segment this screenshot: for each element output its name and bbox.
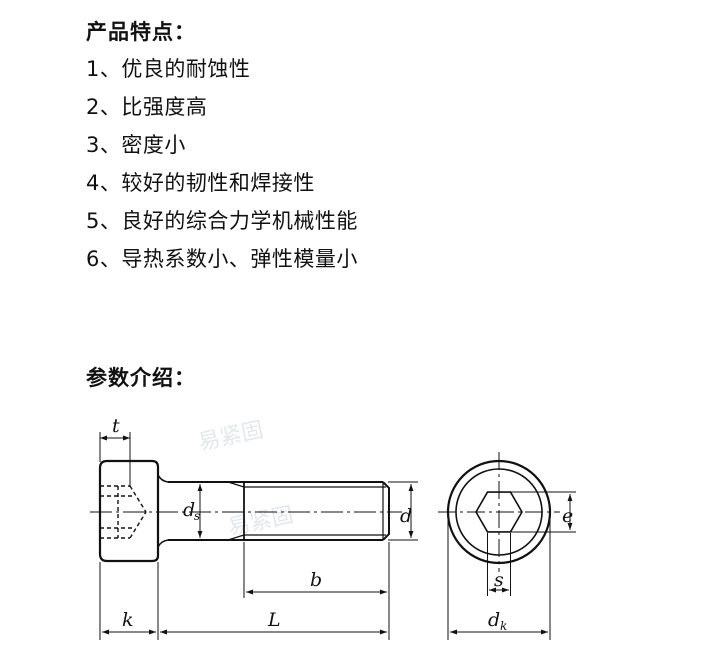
dim-label-b: b [310, 569, 322, 591]
feature-item: 1、优良的耐蚀性 [86, 57, 251, 81]
dim-label-L: L [267, 609, 281, 631]
dim-label-s: s [494, 569, 504, 591]
feature-item: 6、导热系数小、弹性模量小 [86, 247, 358, 271]
dim-label-e: e [562, 505, 573, 527]
features-list: 1、优良的耐蚀性 2、比强度高 3、密度小 4、较好的韧性和焊接性 5、良好的综… [86, 54, 358, 282]
dim-label-d: d [400, 505, 412, 527]
screw-end-view [438, 452, 560, 572]
feature-item: 5、良好的综合力学机械性能 [86, 209, 358, 233]
screw-side-view [90, 459, 402, 563]
dimension-lines [99, 432, 418, 640]
end-view-dimension-lines [447, 491, 576, 640]
watermark-logo: 易紧固 [196, 418, 266, 456]
dim-label-dk-subscript: k [500, 619, 507, 633]
dim-label-ds-subscript: s [194, 509, 200, 523]
params-heading: 参数介绍： [86, 366, 196, 390]
dim-label-k: k [122, 609, 134, 631]
dim-label-t: t [112, 415, 120, 437]
dim-label-ds: d [183, 499, 195, 521]
feature-item: 4、较好的韧性和焊接性 [86, 171, 315, 195]
dim-label-dk: d [488, 609, 500, 631]
features-heading: 产品特点： [86, 20, 196, 44]
feature-item: 2、比强度高 [86, 95, 208, 119]
feature-item: 3、密度小 [86, 133, 186, 157]
